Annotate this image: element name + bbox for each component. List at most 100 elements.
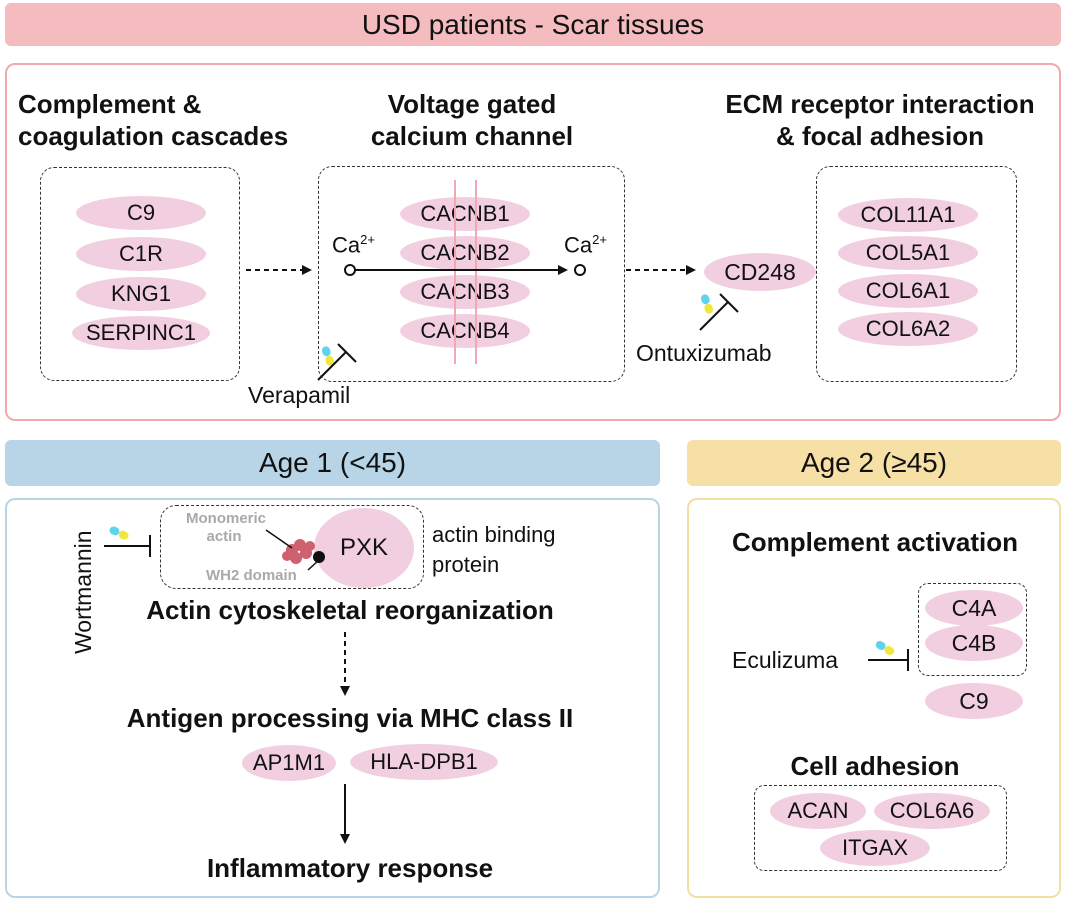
gene-label: COL6A2: [865, 316, 951, 341]
gene-col5a1: COL5A1: [838, 236, 978, 270]
top-banner: USD patients - Scar tissues: [5, 3, 1061, 46]
pxk-label: PXK: [339, 534, 389, 561]
gene-label: C9: [959, 687, 989, 714]
gene-kng1: KNG1: [76, 277, 206, 311]
age2-banner-title: Age 2 (≥45): [800, 447, 948, 478]
calcium-heading: Voltage gated calcium channel: [322, 88, 622, 152]
actin-binding-line-1: actin binding: [432, 522, 556, 547]
actin-complex-box: [160, 505, 424, 589]
actin-binding-line-2: protein: [432, 551, 500, 577]
gene-hla-dpb1: HLA-DPB1: [350, 744, 498, 780]
inhibition-bar-icon: [317, 343, 357, 381]
ontuxizumab-label: Ontuxizumab: [636, 340, 772, 366]
actin-cluster-icon: [265, 529, 325, 571]
ecm-heading: ECM receptor interaction & focal adhesio…: [700, 88, 1060, 152]
gene-label: C4A: [951, 594, 997, 621]
gene-label: CACNB1: [420, 201, 510, 226]
gene-cacnb4: CACNB4: [400, 314, 530, 348]
actin-reorganization-heading: Actin cytoskeletal reorganization: [146, 595, 554, 625]
gene-c9: C9: [76, 196, 206, 230]
gene-col6a6: COL6A6: [874, 793, 990, 829]
top-banner-title: USD patients - Scar tissues: [361, 8, 705, 40]
age1-banner-title: Age 1 (<45): [258, 447, 407, 478]
gene-cacnb2: CACNB2: [400, 236, 530, 270]
inhibition-bar-icon: [699, 293, 739, 331]
gene-col6a2: COL6A2: [838, 312, 978, 346]
monomeric-actin-line-1: Monomeric: [186, 510, 267, 527]
verapamil-label: Verapamil: [248, 382, 351, 408]
gene-label: CACNB4: [420, 318, 510, 343]
cell-adhesion-heading: Cell adhesion: [790, 751, 960, 781]
gene-label: HLA-DPB1: [370, 749, 478, 774]
wh2-domain-label: WH2 domain: [206, 567, 297, 584]
ecm-gene-box: [816, 166, 1017, 382]
ion-node-icon: [344, 264, 356, 276]
age1-banner: Age 1 (<45): [5, 440, 660, 486]
gene-ap1m1: AP1M1: [242, 745, 336, 781]
calcium-heading-line-2: calcium channel: [370, 121, 574, 152]
gene-col6a1: COL6A1: [838, 274, 978, 308]
complement-heading-line-2: coagulation cascades: [18, 121, 289, 152]
gene-c1r: C1R: [76, 237, 206, 271]
gene-cacnb1: CACNB1: [400, 197, 530, 231]
gene-c4a: C4A: [925, 590, 1023, 626]
gene-label: C1R: [118, 241, 163, 266]
receptor-label: CD248: [724, 258, 796, 285]
gene-label: SERPINC1: [85, 320, 197, 345]
receptor-cd248: CD248: [704, 253, 816, 291]
age2-panel: [687, 498, 1061, 898]
antigen-processing-heading: Antigen processing via MHC class II: [126, 703, 574, 733]
complement-gene-box: [40, 167, 240, 381]
gene-serpinc1: SERPINC1: [72, 316, 210, 350]
inhibition-bar-icon: [868, 649, 909, 671]
ion-charge: 2+: [360, 232, 375, 247]
gene-label: C9: [126, 200, 156, 225]
ion-charge: 2+: [592, 232, 607, 247]
ion-right-label: Ca2+: [564, 232, 607, 258]
complement-heading-line-1: Complement &: [18, 89, 202, 119]
gene-label: COL6A1: [865, 278, 951, 303]
gene-cacnb3: CACNB3: [400, 275, 530, 309]
ecm-heading-line-2: & focal adhesion: [775, 121, 985, 152]
gene-itgax: ITGAX: [820, 830, 930, 866]
complement-activation-heading: Complement activation: [731, 527, 1019, 557]
drug-capsule-icon: [875, 641, 895, 655]
ecm-heading-line-1: ECM receptor interaction: [725, 89, 1035, 119]
ion-symbol: Ca: [564, 232, 593, 258]
monomeric-actin-label: Monomeric actin: [186, 510, 266, 546]
drug-capsule-icon: [700, 294, 714, 314]
gene-label: COL5A1: [865, 240, 951, 265]
gene-c4b: C4B: [925, 625, 1023, 661]
ion-left-label: Ca2+: [332, 232, 375, 258]
inflammatory-response-heading: Inflammatory response: [206, 853, 494, 883]
ion-symbol: Ca: [332, 232, 361, 258]
top-panel: [5, 63, 1061, 421]
adhesion-gene-box: [754, 785, 1007, 871]
gene-label: C4B: [951, 629, 997, 656]
monomeric-actin-line-2: actin: [206, 528, 242, 545]
complement-heading: Complement & coagulation cascades: [18, 88, 318, 152]
gene-label: AP1M1: [252, 750, 326, 775]
calcium-heading-line-1: Voltage gated: [387, 89, 557, 119]
ion-node-icon: [574, 264, 586, 276]
gene-c9-age2: C9: [925, 683, 1023, 719]
drug-capsule-icon: [321, 346, 335, 366]
gene-label: COL11A1: [860, 202, 956, 227]
gene-label: COL6A6: [889, 798, 975, 823]
age1-panel: [5, 498, 660, 898]
drug-capsule-icon: [109, 526, 129, 540]
gene-label: CACNB3: [420, 279, 510, 304]
gene-col11a1: COL11A1: [838, 198, 978, 232]
calcium-channel-box: [318, 166, 625, 382]
inhibition-bar-icon: [104, 535, 151, 557]
gene-label: CACNB2: [420, 240, 510, 265]
actin-binding-label: actin binding protein: [432, 520, 556, 579]
eculizuma-label: Eculizuma: [732, 647, 839, 673]
pxk-protein: PXK: [314, 508, 414, 588]
gene-label: ACAN: [787, 798, 849, 823]
gene-label: KNG1: [111, 281, 171, 306]
age2-banner: Age 2 (≥45): [687, 440, 1061, 486]
gene-label: ITGAX: [841, 835, 908, 860]
gene-acan: ACAN: [770, 793, 866, 829]
